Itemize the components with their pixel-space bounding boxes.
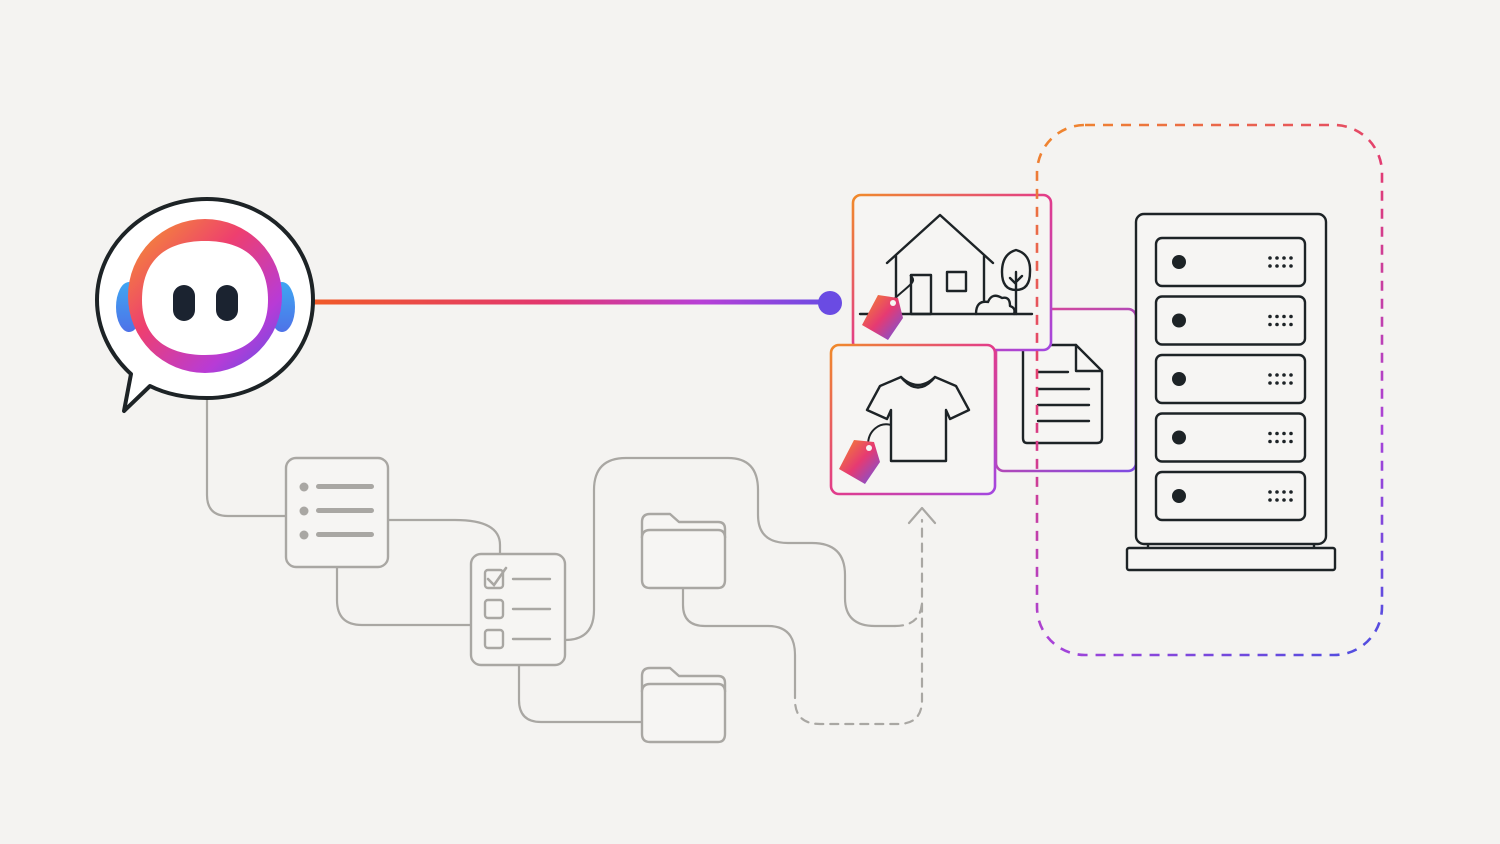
folder-icon (640, 666, 727, 744)
price-tag-icon (839, 423, 892, 484)
checklist-icon (483, 566, 552, 650)
edge-list-to-checklist (386, 518, 502, 556)
server-boundary (1035, 123, 1384, 657)
dashed-connectors (793, 518, 924, 726)
arrowhead-icon (907, 506, 937, 525)
server-unit (1154, 412, 1307, 463)
dashed-edge-bottom (793, 518, 924, 726)
checklist-doc[interactable] (469, 552, 567, 667)
bot-left-eye (173, 285, 195, 321)
folder-top[interactable] (640, 512, 727, 590)
document-icon (1021, 343, 1104, 445)
dashed-edge-top (893, 598, 924, 628)
bullet-list-icon (299, 482, 374, 540)
edge-checklist-to-folder-top (563, 456, 897, 642)
server-unit (1154, 236, 1307, 288)
edge-list-to-checklist-bottom (335, 565, 473, 627)
edge-checklist-to-folder-bottom (517, 664, 644, 724)
bot-right-eye (216, 285, 238, 321)
folder-bottom[interactable] (640, 666, 727, 744)
server-unit (1154, 353, 1307, 405)
folder-icon (640, 512, 727, 590)
connector-lines (205, 396, 897, 724)
edge-folder-top-to-folder-bottom (681, 586, 797, 692)
chat-bot-icon (116, 219, 295, 373)
edge-assistant-to-list (205, 396, 288, 518)
server-led-icon (1172, 313, 1186, 328)
server-unit (1154, 470, 1307, 522)
shirt-card[interactable] (829, 343, 997, 496)
server-led-icon (1172, 430, 1186, 445)
edge-endpoint-dot (818, 291, 842, 315)
price-tag-icon (862, 274, 915, 340)
server-led-icon (1172, 489, 1186, 503)
assistant-bubble[interactable] (95, 197, 315, 413)
server-units (1154, 236, 1307, 522)
server-unit (1154, 295, 1307, 346)
server-rack[interactable] (1125, 212, 1337, 572)
tshirt-icon (865, 375, 971, 463)
server-led-icon (1172, 255, 1186, 269)
server-led-icon (1172, 372, 1186, 386)
house-card[interactable] (851, 193, 1053, 352)
bullet-list-doc[interactable] (284, 456, 390, 569)
